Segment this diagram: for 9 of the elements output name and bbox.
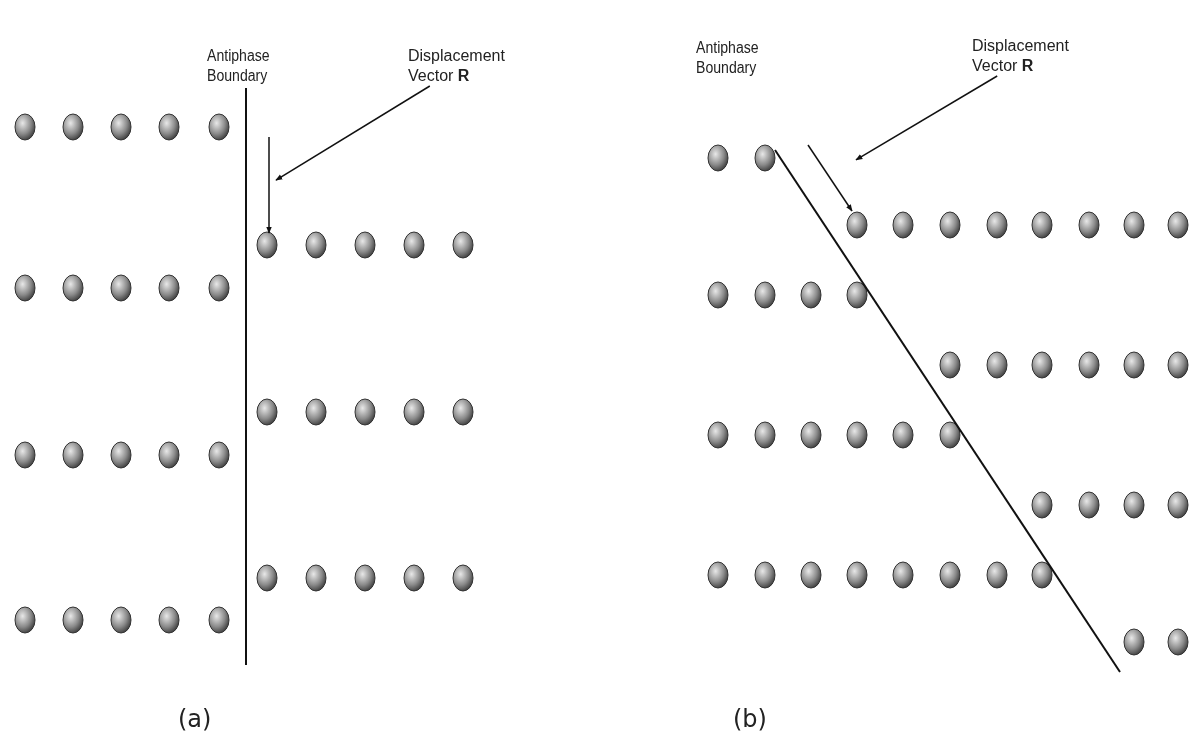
- leader-text: Displacement Vector R: [408, 46, 506, 86]
- vector-arrow: [804, 142, 856, 214]
- panel-label: (b): [733, 705, 767, 733]
- boundary-label: Antiphase Boundary: [696, 38, 760, 78]
- leader-line: [855, 75, 998, 161]
- boundary-label: Antiphase Boundary: [207, 46, 271, 86]
- leader-text: Displacement Vector R: [972, 36, 1070, 76]
- leader-line: [275, 85, 431, 181]
- panel-label: (a): [178, 705, 212, 733]
